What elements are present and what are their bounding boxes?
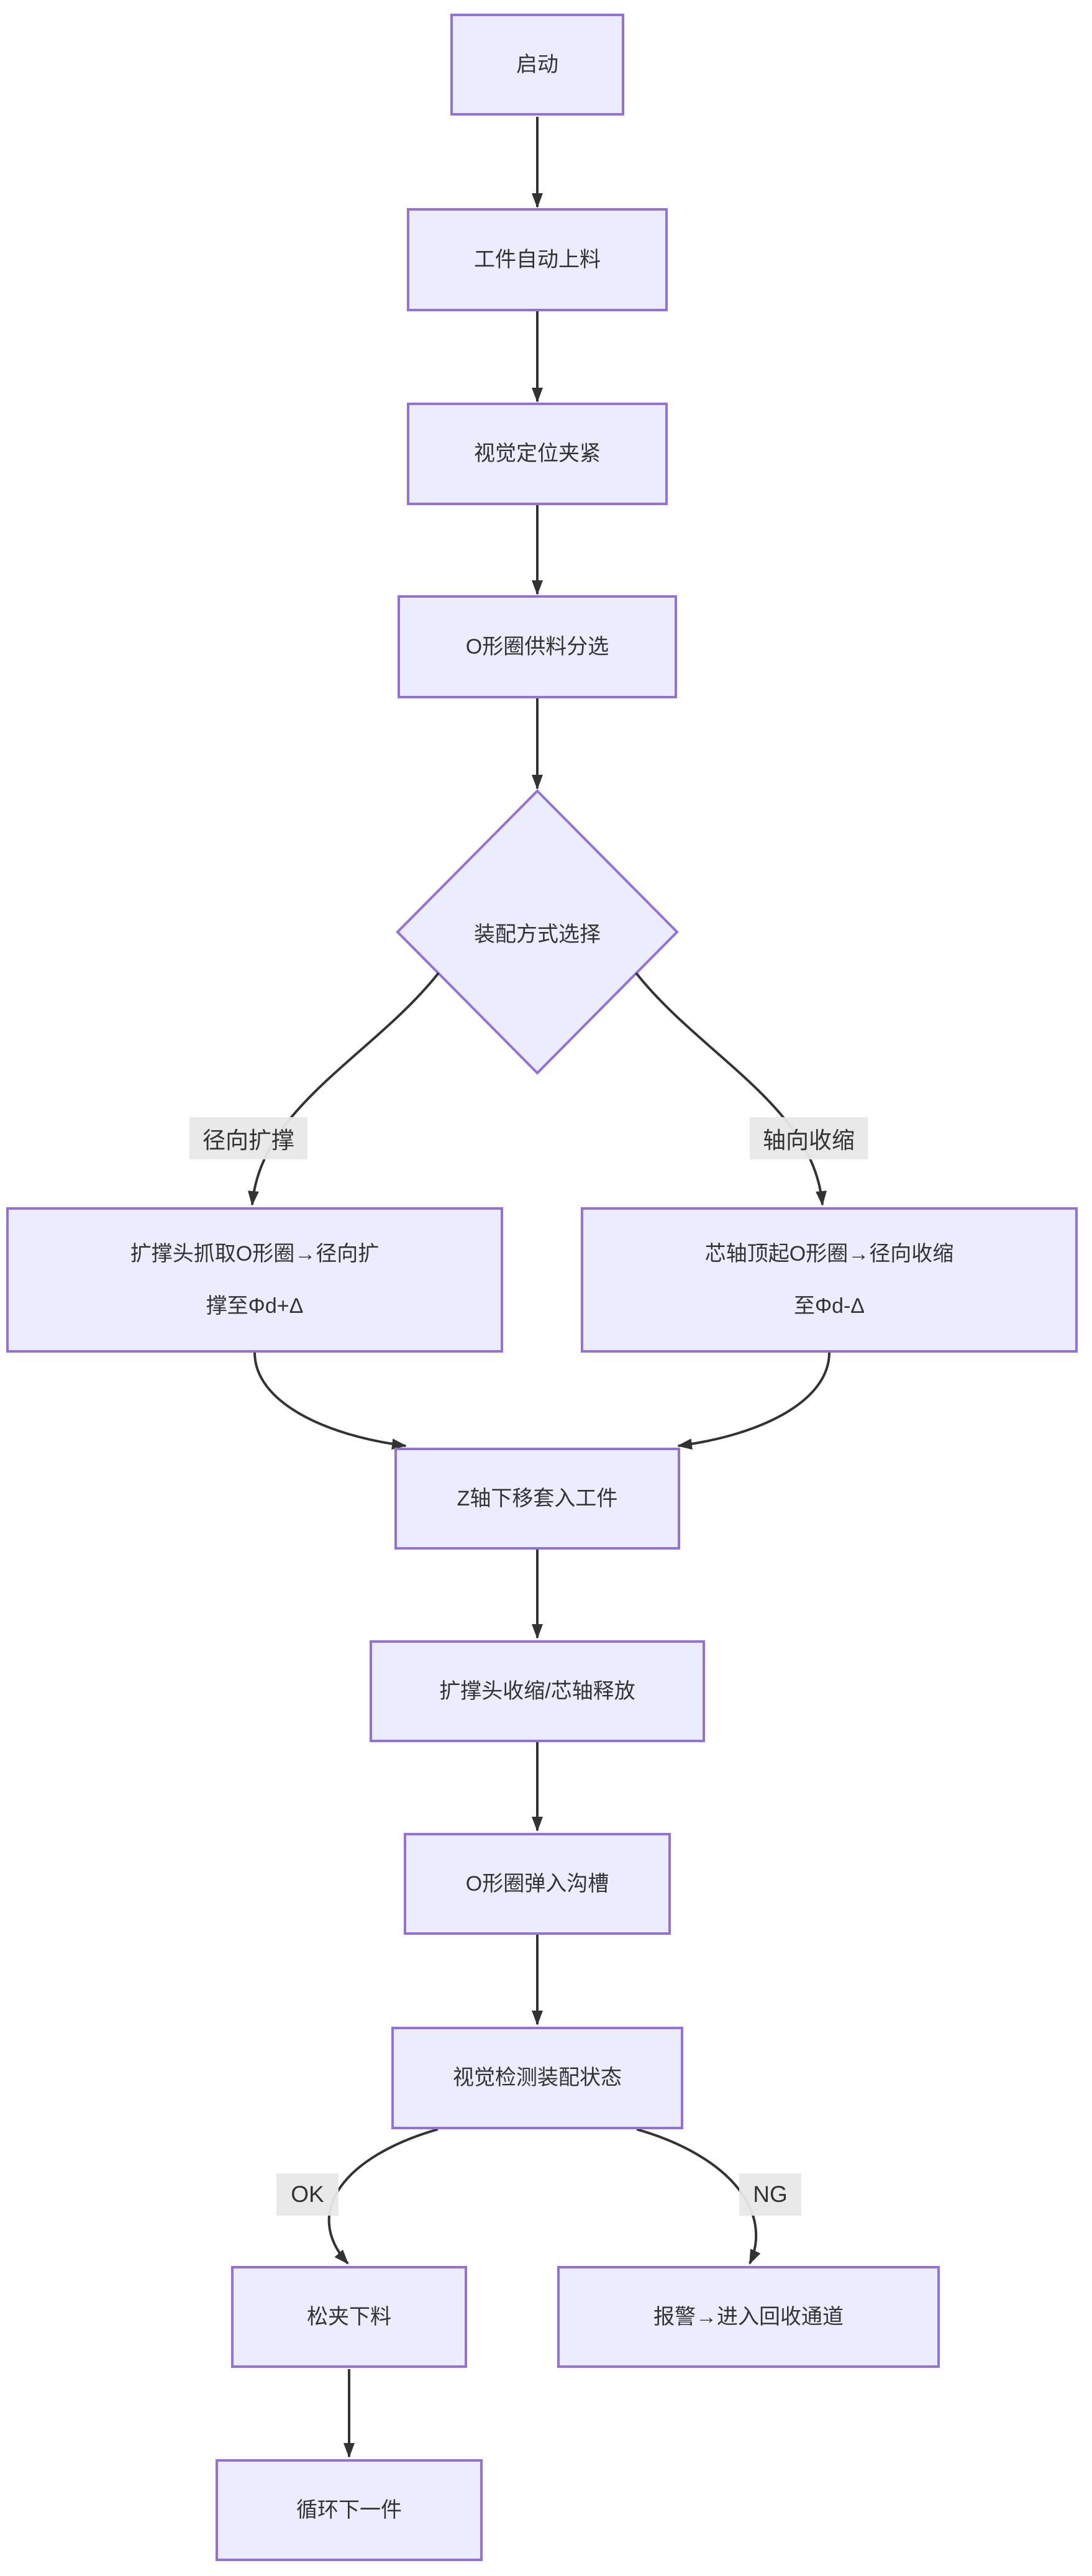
edge-shrink-insert [677,1352,830,1450]
node-release: 扩撑头收缩/芯轴释放 [370,1640,705,1742]
edge-label-axial-text: 轴向收缩 [763,1128,855,1153]
node-insert: Z轴下移套入工件 [394,1448,680,1550]
node-insert-label: Z轴下移套入工件 [457,1486,618,1510]
decision-diamond [396,789,679,1075]
edge-label-radial: 径向扩撑 [189,1117,307,1159]
node-feed: 工件自动上料 [407,208,668,311]
node-feed-label: 工件自动上料 [474,247,601,272]
edge-expand-insert [253,1352,407,1450]
node-release-label: 扩撑头收缩/芯轴释放 [439,1679,635,1703]
edge-label-radial-text: 径向扩撑 [202,1128,294,1153]
node-alarm-label: 报警→进入回收通道 [653,2304,844,2329]
node-snap-label: O形圈弹入沟槽 [465,1871,609,1896]
node-next: 循环下一件 [216,2459,483,2561]
node-snap: O形圈弹入沟槽 [404,1833,671,1935]
node-shrink-line1: 芯轴顶起O形圈→径向收缩 [704,1242,954,1266]
node-decision-label: 装配方式选择 [474,922,601,946]
node-decision: 装配方式选择 [398,904,677,960]
edge-label-ng-text: NG [753,2181,788,2207]
node-clamp-label: 视觉定位夹紧 [474,442,601,466]
edge-inspect-unload [327,2128,439,2265]
node-unload: 松夹下料 [231,2266,467,2368]
node-inspect-label: 视觉检测装配状态 [453,2066,622,2090]
edge-decision-shrink [635,972,827,1206]
edge-label-ok: OK [276,2173,339,2216]
node-shrink-line2: 至Φd-Δ [793,1294,865,1318]
node-sort: O形圈供料分选 [398,595,677,698]
node-sort-label: O形圈供料分选 [465,634,609,659]
node-inspect: 视觉检测装配状态 [391,2027,683,2129]
node-expand-line1: 扩撑头抓取O形圈→径向扩 [130,1242,380,1266]
node-expand-line2: 撑至Φd+Δ [206,1294,304,1318]
edge-decision-expand [247,972,440,1206]
node-clamp: 视觉定位夹紧 [407,403,668,505]
node-alarm: 报警→进入回收通道 [557,2266,940,2368]
node-expand: 扩撑头抓取O形圈→径向扩 撑至Φd+Δ [6,1207,503,1353]
node-start: 启动 [450,14,624,116]
edge-label-ng: NG [739,2173,801,2216]
node-next-label: 循环下一件 [296,2498,402,2522]
edge-inspect-alarm [636,2128,761,2265]
edge-label-axial: 轴向收缩 [750,1117,868,1159]
edge-label-ok-text: OK [291,2181,324,2207]
node-start-label: 启动 [516,52,558,76]
node-unload-label: 松夹下料 [307,2304,391,2329]
node-shrink: 芯轴顶起O形圈→径向收缩 至Φd-Δ [581,1207,1078,1353]
